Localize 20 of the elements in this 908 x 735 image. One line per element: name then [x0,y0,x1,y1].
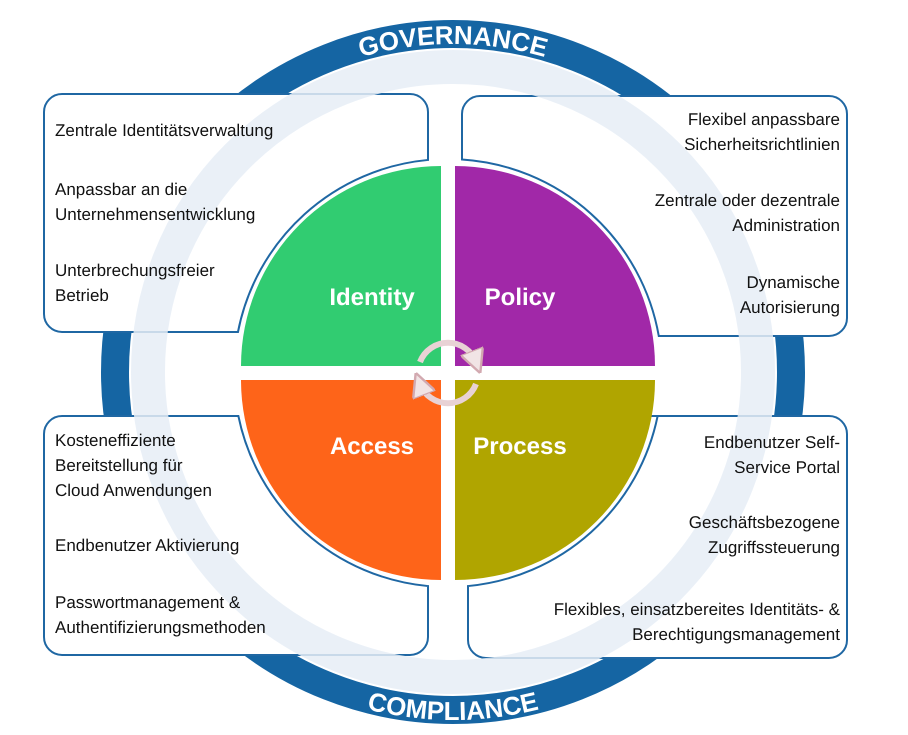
quadrant-label: Identity [329,284,415,312]
feature-text: Geschäftsbezogene Zugriffssteuerung [688,512,840,559]
cycle-arrow [412,372,479,406]
feature-text: Endbenutzer Aktivierung [55,535,240,557]
feature-text: Kosteneffiziente Bereitstellung für Cloud Anwendungen [55,430,213,502]
feature-text: Zentrale Identitätsverwaltung [55,120,274,142]
feature-text: Flexibles, einsatzbereites Identitäts- & Berechtigungsmanagement [552,599,840,646]
ring-label: COMPLIANCE [365,686,541,726]
feature-text: Flexibel anpassbare Sicherheitsrichtlinien [683,109,840,156]
feature-text: Anpassbar an die Unternehmensentwicklung [55,179,256,226]
feature-text: Unterbrechungsfreier Betrieb [55,260,216,307]
quadrant-label: Policy [484,284,556,312]
quadrant-label: Process [473,433,567,461]
feature-text: Endbenutzer Self-Service Portal [702,432,840,479]
feature-text: Dynamische Autorisierung [738,272,840,319]
ring-label: GOVERNANCE [355,20,552,63]
feature-text: Passwortmanagement & Authentifizierungsmethoden [55,592,267,639]
cycle-arrow [417,340,484,374]
feature-text: Zentrale oder dezentrale Administration [654,190,840,237]
quadrant-label: Access [330,433,414,461]
